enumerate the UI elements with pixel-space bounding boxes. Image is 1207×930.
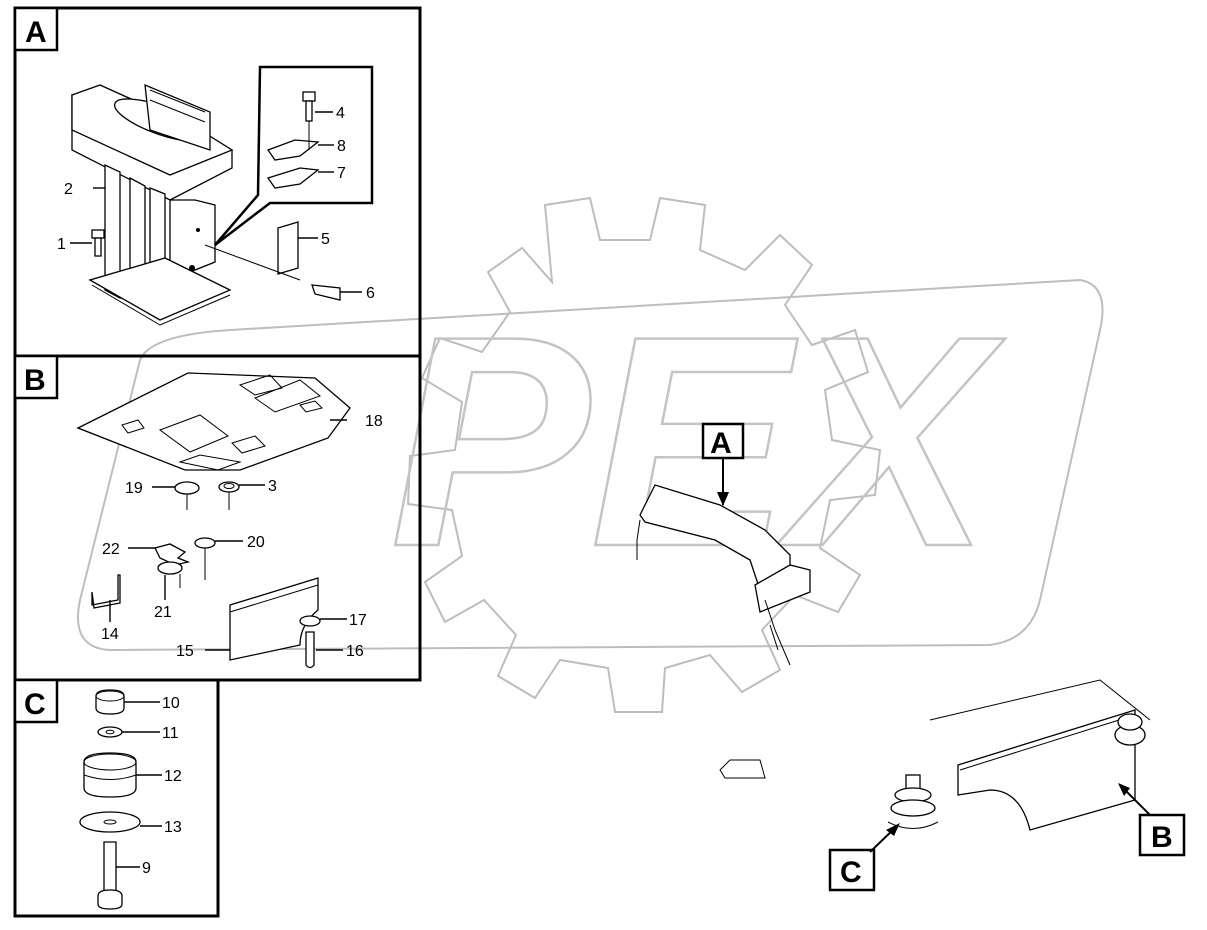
cover-part-15 <box>229 577 319 661</box>
washer-part-11 <box>97 726 123 738</box>
label-part-11: 11 <box>162 725 179 742</box>
bracket-parts-7-8 <box>266 91 320 189</box>
label-part-7: 7 <box>337 165 346 182</box>
label-part-10: 10 <box>162 695 180 712</box>
panel-a-tag <box>13 6 59 52</box>
bushing-part-10 <box>95 689 125 715</box>
label-part-12: 12 <box>164 768 182 785</box>
panel-b: B 18 19 3 20 <box>13 354 422 682</box>
watermark: PEX <box>77 196 1104 713</box>
bolt-part-9 <box>97 841 123 910</box>
label-part-2: 2 <box>64 181 73 198</box>
washer-part-13 <box>79 811 141 833</box>
label-part-16: 16 <box>346 643 364 660</box>
panel-b-letter: B <box>24 364 46 397</box>
screw-part-6 <box>311 284 341 301</box>
panel-c-frame <box>13 678 220 918</box>
bracket-part-14 <box>91 574 121 609</box>
panel-a: A <box>13 6 422 358</box>
label-part-8: 8 <box>337 138 346 155</box>
label-part-13: 13 <box>164 819 182 836</box>
watermark-text: PEX <box>390 273 1006 609</box>
mount-part-12 <box>83 752 137 798</box>
callout-c-letter: C <box>840 856 862 889</box>
mat-part-18 <box>76 372 351 471</box>
label-part-14: 14 <box>101 626 119 643</box>
plug-part-19 <box>174 481 200 495</box>
label-part-1: 1 <box>57 236 66 253</box>
label-part-15: 15 <box>176 643 194 660</box>
panel-a-frame <box>13 6 422 358</box>
label-part-19: 19 <box>125 480 143 497</box>
callout-c-box <box>828 848 876 892</box>
label-part-20: 20 <box>247 534 265 551</box>
panel-c: C 10 11 12 13 9 <box>13 678 220 918</box>
label-part-21: 21 <box>154 604 172 621</box>
console-pedestal <box>71 83 234 326</box>
callout-b-box <box>1138 813 1186 857</box>
label-part-22: 22 <box>102 541 120 558</box>
label-part-4: 4 <box>336 105 345 122</box>
label-part-5: 5 <box>321 231 330 248</box>
label-part-18: 18 <box>365 413 383 430</box>
label-part-6: 6 <box>366 285 375 302</box>
panel-a-letter: A <box>25 16 47 49</box>
callout-a-box <box>701 422 745 460</box>
callout-a-letter: A <box>710 427 732 460</box>
washer-part-21 <box>157 561 183 575</box>
watermark-gear <box>406 196 882 713</box>
plate-part-5 <box>277 221 299 275</box>
label-part-17: 17 <box>349 612 367 629</box>
bolt-part-1 <box>91 229 105 257</box>
bolt-part-16 <box>305 631 315 669</box>
overview-cover <box>957 709 1136 831</box>
panel-b-tag <box>13 354 59 400</box>
watermark-ring <box>77 278 1104 652</box>
detail-zoom-box <box>214 65 374 246</box>
panel-c-letter: C <box>24 688 46 721</box>
overview-mount <box>887 774 939 829</box>
overview-assembly: A B C <box>636 422 1186 892</box>
label-part-9: 9 <box>142 860 151 877</box>
panel-c-tag <box>13 678 59 724</box>
washer-part-20 <box>194 537 216 549</box>
clip-part-22 <box>154 543 191 566</box>
callout-b-letter: B <box>1151 821 1173 854</box>
label-part-3: 3 <box>268 478 277 495</box>
washer-part-17 <box>299 615 321 627</box>
